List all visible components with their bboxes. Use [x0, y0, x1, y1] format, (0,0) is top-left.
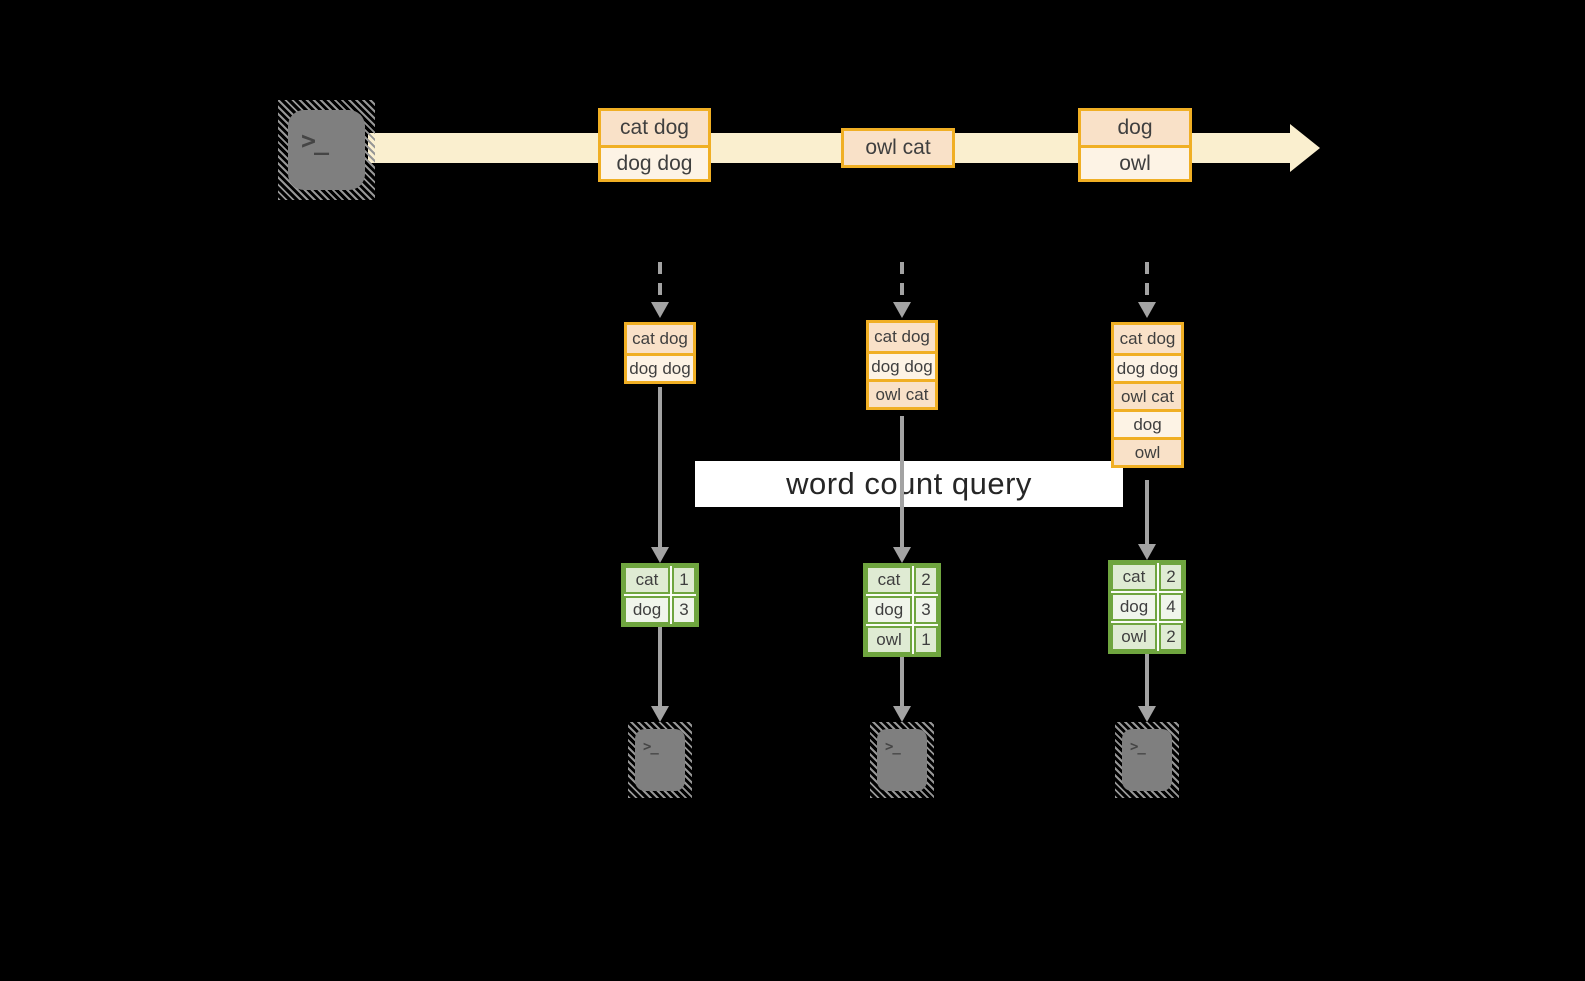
source-terminal-icon: >_ — [278, 100, 375, 200]
query-arrowhead-icon — [1138, 544, 1156, 560]
output-arrow-line — [1145, 654, 1149, 706]
record-buffer-1: cat dog dog dog — [624, 322, 696, 384]
word-cell: dog — [624, 596, 670, 624]
buffer-line: cat dog — [627, 325, 693, 353]
terminal-screen: >_ — [635, 729, 685, 791]
terminal-prompt-icon: >_ — [301, 126, 329, 155]
count-cell: 1 — [914, 626, 938, 654]
stream-timeline-arrowhead-icon — [1290, 124, 1320, 172]
dashed-arrow-line — [900, 262, 904, 302]
output-terminal-icon-2: >_ — [870, 722, 934, 798]
buffer-line: dog dog — [869, 351, 935, 379]
terminal-prompt-icon: >_ — [885, 739, 901, 755]
output-arrow-line — [900, 657, 904, 706]
buffer-line: owl — [1114, 437, 1181, 465]
query-label-band: word count query — [695, 461, 1123, 507]
dashed-arrow-line — [658, 262, 662, 302]
output-terminal-icon-1: >_ — [628, 722, 692, 798]
query-arrowhead-icon — [651, 547, 669, 563]
buffer-line: owl cat — [869, 379, 935, 407]
count-cell: 1 — [672, 566, 696, 594]
output-arrowhead-icon — [893, 706, 911, 722]
output-arrowhead-icon — [1138, 706, 1156, 722]
word-cell: cat — [1111, 563, 1157, 591]
count-table-1: cat 1 dog 3 — [621, 563, 699, 627]
count-cell: 4 — [1159, 593, 1183, 621]
query-arrow-line — [900, 416, 904, 547]
record-line: owl cat — [844, 131, 952, 165]
count-cell: 2 — [1159, 563, 1183, 591]
count-cell: 3 — [672, 596, 696, 624]
buffer-line: cat dog — [869, 323, 935, 351]
count-cell: 2 — [1159, 623, 1183, 651]
terminal-screen: >_ — [288, 110, 365, 190]
terminal-prompt-icon: >_ — [1130, 739, 1146, 755]
query-label: word count query — [786, 466, 1032, 501]
stream-record-3: dog owl — [1078, 108, 1192, 182]
dashed-arrow-line — [1145, 262, 1149, 302]
word-cell: owl — [1111, 623, 1157, 651]
output-terminal-icon-3: >_ — [1115, 722, 1179, 798]
buffer-line: cat dog — [1114, 325, 1181, 353]
count-table-2: cat 2 dog 3 owl 1 — [863, 563, 941, 657]
output-arrow-line — [658, 627, 662, 706]
word-cell: dog — [866, 596, 912, 624]
query-arrowhead-icon — [893, 547, 911, 563]
count-cell: 3 — [914, 596, 938, 624]
buffer-line: dog dog — [627, 353, 693, 381]
output-arrowhead-icon — [651, 706, 669, 722]
buffer-line: dog dog — [1114, 353, 1181, 381]
stream-record-2: owl cat — [841, 128, 955, 168]
record-line: owl — [1081, 145, 1189, 179]
count-cell: 2 — [914, 566, 938, 594]
word-cell: cat — [624, 566, 670, 594]
dashed-arrowhead-icon — [893, 302, 911, 318]
word-cell: dog — [1111, 593, 1157, 621]
query-arrow-line — [658, 387, 662, 547]
word-cell: cat — [866, 566, 912, 594]
buffer-line: owl cat — [1114, 381, 1181, 409]
buffer-line: dog — [1114, 409, 1181, 437]
record-line: dog — [1081, 111, 1189, 145]
record-buffer-3: cat dog dog dog owl cat dog owl — [1111, 322, 1184, 468]
terminal-prompt-icon: >_ — [643, 739, 659, 755]
word-cell: owl — [866, 626, 912, 654]
terminal-screen: >_ — [877, 729, 927, 791]
query-arrow-line — [1145, 480, 1149, 544]
dashed-arrowhead-icon — [651, 302, 669, 318]
record-line: dog dog — [601, 145, 708, 179]
count-table-3: cat 2 dog 4 owl 2 — [1108, 560, 1186, 654]
record-buffer-2: cat dog dog dog owl cat — [866, 320, 938, 410]
record-line: cat dog — [601, 111, 708, 145]
dashed-arrowhead-icon — [1138, 302, 1156, 318]
stream-record-1: cat dog dog dog — [598, 108, 711, 182]
terminal-screen: >_ — [1122, 729, 1172, 791]
